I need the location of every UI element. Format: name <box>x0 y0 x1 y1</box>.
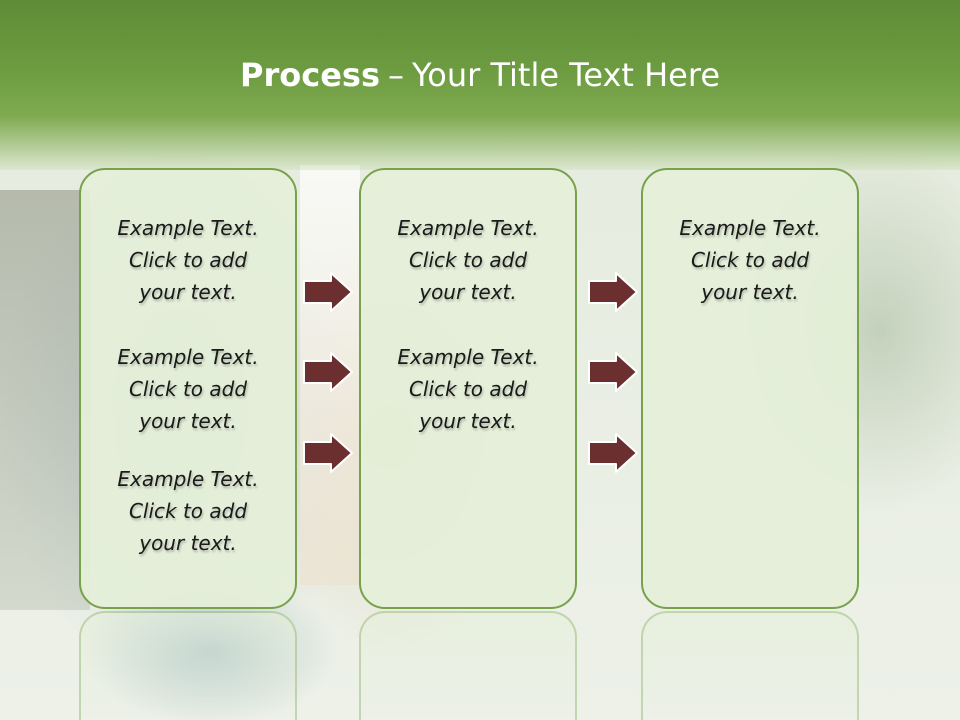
process-box-3[interactable]: Example Text. Click to add your text. <box>641 168 859 609</box>
title-bold: Process <box>240 56 380 94</box>
text-line: Click to add <box>408 377 528 401</box>
arrow-right-icon <box>588 272 638 312</box>
text-block[interactable]: Example Text. Click to add your text. <box>361 212 575 308</box>
text-line: your text. <box>139 531 237 555</box>
text-block[interactable]: Example Text. Click to add your text. <box>643 212 857 308</box>
text-line: Example Text. <box>117 216 259 240</box>
text-line: Click to add <box>128 499 248 523</box>
text-line: your text. <box>139 409 237 433</box>
text-line: Example Text. <box>397 345 539 369</box>
box-reflection <box>359 611 577 720</box>
arrow-right-icon <box>303 272 353 312</box>
text-line: your text. <box>701 280 799 304</box>
text-line: Click to add <box>128 377 248 401</box>
text-line: Click to add <box>408 248 528 272</box>
arrow-right-icon <box>588 352 638 392</box>
title-rest: Your Title Text Here <box>411 56 720 94</box>
text-block[interactable]: Example Text. Click to add your text. <box>81 341 295 437</box>
text-line: Example Text. <box>117 345 259 369</box>
arrow-right-icon <box>588 433 638 473</box>
text-line: your text. <box>419 409 517 433</box>
title-separator: – <box>387 56 404 94</box>
box-reflection <box>641 611 859 720</box>
title-bar <box>0 0 960 170</box>
arrow-right-icon <box>303 352 353 392</box>
text-line: Click to add <box>128 248 248 272</box>
process-box-1[interactable]: Example Text. Click to add your text. Ex… <box>79 168 297 609</box>
text-block[interactable]: Example Text. Click to add your text. <box>81 212 295 308</box>
arrow-right-icon <box>303 433 353 473</box>
background-photo-shade <box>0 190 90 610</box>
text-line: Example Text. <box>397 216 539 240</box>
process-box-2[interactable]: Example Text. Click to add your text. Ex… <box>359 168 577 609</box>
text-line: Click to add <box>690 248 810 272</box>
text-line: Example Text. <box>117 467 259 491</box>
slide-title[interactable]: Process–Your Title Text Here <box>0 50 960 100</box>
box-reflection <box>79 611 297 720</box>
text-block[interactable]: Example Text. Click to add your text. <box>81 463 295 559</box>
text-line: your text. <box>419 280 517 304</box>
text-block[interactable]: Example Text. Click to add your text. <box>361 341 575 437</box>
text-line: your text. <box>139 280 237 304</box>
text-line: Example Text. <box>679 216 821 240</box>
